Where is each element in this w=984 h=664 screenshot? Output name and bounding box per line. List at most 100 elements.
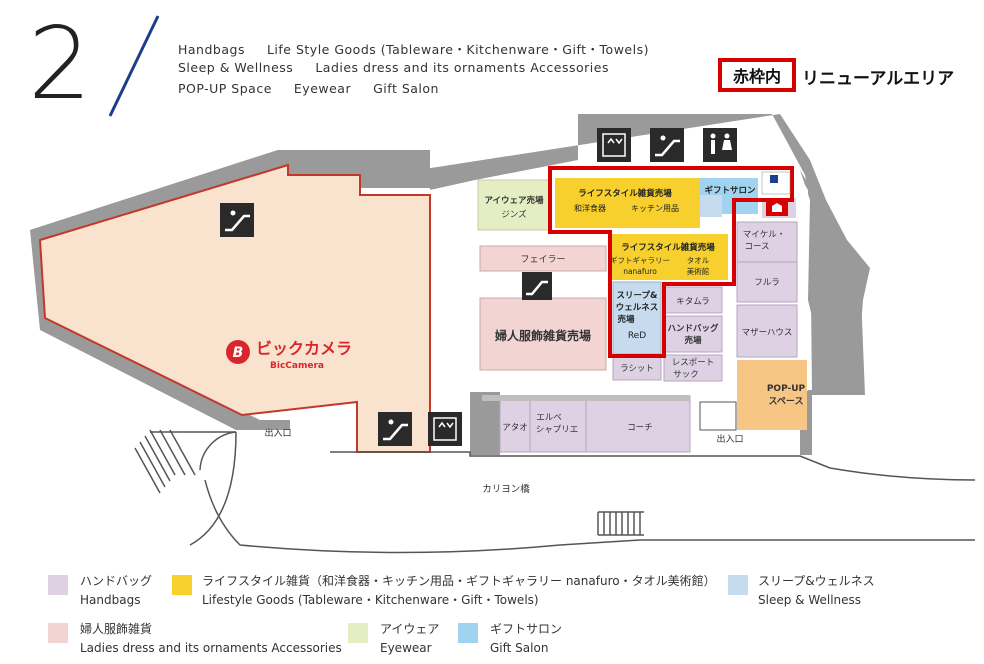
sleep-area xyxy=(612,281,662,355)
ladies-title: 婦人服飾雑貨売場 xyxy=(494,328,591,343)
popup-area xyxy=(737,360,807,430)
lifestyle-2-nanafuro: nanafuro xyxy=(623,267,657,276)
svg-text:B: B xyxy=(233,345,244,361)
floor-number: 2 xyxy=(28,5,92,122)
furla-area xyxy=(736,261,798,303)
legend-jp: ギフトサロン xyxy=(490,622,563,636)
restroom-icon xyxy=(703,128,737,162)
michael-kors-label: コース xyxy=(744,242,769,252)
escalator-icon xyxy=(522,272,552,300)
lifestyle-area-2 xyxy=(612,234,728,280)
header-cat: Handbags xyxy=(178,42,245,57)
lifestyle-area-1 xyxy=(555,178,700,228)
popup-label: スペース xyxy=(769,396,804,407)
wall-right xyxy=(800,170,865,395)
rashit-area xyxy=(612,355,662,381)
eyewear-store: ジンズ xyxy=(501,209,527,220)
legend-eyewear: アイウェア Eyewear xyxy=(380,620,439,658)
bic-camera-label: ビックカメラ xyxy=(256,339,352,358)
stairs-right xyxy=(597,511,644,536)
bic-camera-logo: B ビックカメラ BicCamera xyxy=(226,339,352,371)
mother-house-area xyxy=(736,304,798,358)
mother-house-label: マザーハウス xyxy=(742,328,793,338)
legend-en: Gift Salon xyxy=(490,641,549,655)
legend-handbags: ハンドバッグ Handbags xyxy=(80,572,152,610)
lifestyle-2-title: ライフスタイル雑貨売場 xyxy=(621,242,715,253)
escalator-icon xyxy=(378,412,412,446)
gift-salon-label: ギフトサロン xyxy=(704,185,756,196)
legend-swatch-handbags xyxy=(48,575,68,595)
lifestyle-1-title: ライフスタイル雑貨売場 xyxy=(578,188,672,199)
legend-jp: ライフスタイル雑貨（和洋食器・キッチン用品・ギフトギャラリー nanafuro・… xyxy=(202,574,716,588)
atao-area xyxy=(499,399,531,453)
lesportsac-label: レスポート xyxy=(672,358,715,368)
atm-icon xyxy=(761,171,791,195)
kitamura-label: キタムラ xyxy=(676,297,710,307)
header-line-1: Handbags Life Style Goods (Tableware・Kitc… xyxy=(178,39,671,58)
ladies-area xyxy=(479,297,607,371)
legend-swatch-ladies xyxy=(48,623,68,643)
eyewear-area xyxy=(477,179,551,231)
michael-kors-area xyxy=(736,221,798,263)
kitamura-area xyxy=(663,286,723,314)
legend-swatch-gift xyxy=(458,623,478,643)
lifestyle-2-museum: 美術館 xyxy=(687,266,710,276)
atao-label: アタオ xyxy=(502,423,528,433)
sleep-store: ReD xyxy=(628,331,646,341)
coach-label: コーチ xyxy=(627,423,653,433)
header-cat: Sleep & Wellness xyxy=(178,60,294,75)
renewal-outline xyxy=(548,166,794,358)
lifestyle-1-tableware: 和洋食器 xyxy=(574,203,606,213)
header-cat: Eyewear xyxy=(293,81,352,96)
gift-salon-light xyxy=(700,195,722,217)
feiler-area xyxy=(479,245,607,272)
rashit-label: ラシット xyxy=(620,364,654,374)
legend-en: Handbags xyxy=(80,593,141,607)
handbag-area xyxy=(663,315,723,353)
header-cat: Life Style Goods (Tableware・Kitchenware・… xyxy=(266,42,649,57)
header-line-2: Sleep & Wellness Ladies dress and its orn… xyxy=(178,60,631,75)
legend-jp: 婦人服飾雑貨 xyxy=(80,622,153,636)
entrance-right-label: 出入口 xyxy=(716,433,743,445)
entrance-left-label: 出入口 xyxy=(264,427,291,439)
escalator-icon xyxy=(650,128,684,162)
legend-swatch-eyewear xyxy=(348,623,368,643)
legend-en: Lifestyle Goods (Tableware・Kitchenware・G… xyxy=(202,593,539,607)
legend-en: Sleep & Wellness xyxy=(758,593,862,607)
building-wall-left xyxy=(30,150,290,430)
lifestyle-1-kitchen: キッチン用品 xyxy=(631,204,679,213)
bottom-divider xyxy=(482,395,690,401)
legend-ladies: 婦人服飾雑貨 Ladies dress and its ornaments Ac… xyxy=(80,620,342,658)
furla-label: フルラ xyxy=(754,278,780,288)
popup-label: POP-UP xyxy=(767,384,806,394)
bridge-outline xyxy=(150,431,976,554)
elbe-label: シャプリエ xyxy=(536,425,579,435)
eyewear-title: アイウェア売場 xyxy=(484,195,544,206)
elbe-area xyxy=(529,399,587,453)
legend-sleep: スリープ&ウェルネス Sleep & Wellness xyxy=(758,572,875,610)
legend-en: Ladies dress and its ornaments Accessori… xyxy=(80,641,342,655)
feiler-label: フェイラー xyxy=(520,254,565,265)
legend-jp: アイウェア xyxy=(380,622,440,636)
michael-kors-label: マイケル・ xyxy=(743,230,786,240)
header-cat: Ladies dress and its ornaments Accessori… xyxy=(315,60,609,75)
lifestyle-2-gift-gallery: ギフトギャラリー xyxy=(610,256,670,265)
lifestyle-2-towel: タオル xyxy=(687,256,710,265)
handbag-title: 売場 xyxy=(683,335,702,346)
lesportsac-label: サック xyxy=(673,370,699,380)
bridge-label: カリヨン橋 xyxy=(482,483,530,495)
elevator-icon xyxy=(597,128,631,162)
elevator-icon xyxy=(428,412,462,446)
wall-bottom-mid xyxy=(470,390,500,455)
header-cat: Gift Salon xyxy=(373,81,439,96)
entrance-right-door xyxy=(699,401,737,431)
legend-lifestyle: ライフスタイル雑貨（和洋食器・キッチン用品・ギフトギャラリー nanafuro・… xyxy=(202,572,716,610)
legend-jp: ハンドバッグ xyxy=(80,574,153,588)
bic-camera-label-en: BicCamera xyxy=(270,361,324,371)
renewal-legend-label: リニューアルエリア xyxy=(802,69,955,89)
sleep-title: スリープ& xyxy=(617,290,658,301)
